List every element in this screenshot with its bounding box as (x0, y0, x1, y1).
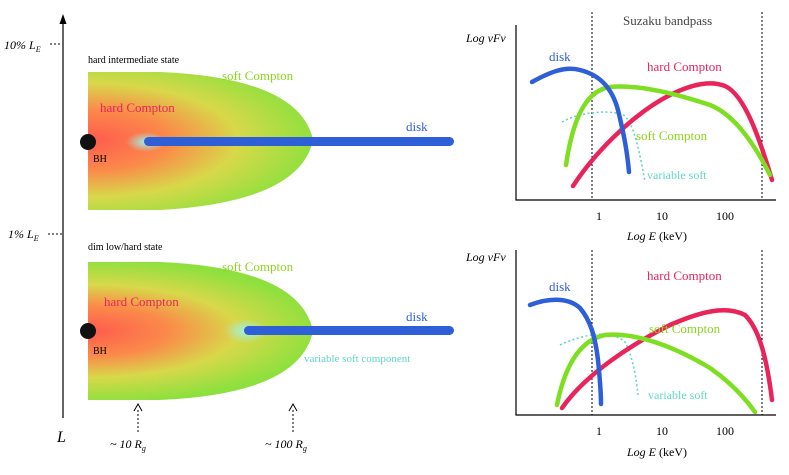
axis-label-L: L (56, 429, 66, 446)
tick-label: 10 (656, 424, 668, 438)
soft-compton-curve (554, 332, 758, 415)
black-hole-icon (80, 323, 96, 339)
soft-compton-label: soft Compton (222, 68, 294, 83)
hard-compton-curve (559, 308, 775, 411)
corona-region (88, 262, 313, 400)
lum-tick-10pct: 10% LE (4, 38, 62, 54)
radius-marker-100rg: ~ 100 Rg (265, 402, 307, 453)
bh-label: BH (93, 346, 107, 357)
disk-bar (244, 326, 454, 335)
tick-label: 1 (596, 209, 602, 223)
axes (515, 250, 776, 416)
spectrum-panel-bottom: Log vFv 1 10 100 Log E (keV) disk hard C… (465, 250, 776, 459)
bandpass-label: Suzaku bandpass (623, 13, 712, 28)
y-axis-label: Log vFv (465, 250, 506, 264)
variable-soft-label: variable soft (648, 388, 708, 402)
hard-compton-label: hard Compton (100, 100, 175, 115)
up-arrow-icon (288, 402, 298, 412)
hard-compton-label: hard Compton (647, 59, 722, 74)
soft-compton-curve (563, 84, 773, 178)
tick-label: 100 (716, 209, 734, 223)
variable-soft-label: variable soft component (304, 353, 410, 365)
axis-arrow-icon (59, 14, 67, 24)
hard-compton-curve (570, 81, 775, 189)
bh-label: BH (93, 154, 107, 165)
state-title: hard intermediate state (88, 55, 180, 66)
dim-low-hard-state: dim low/hard state BH soft Compton hard … (80, 242, 454, 400)
disk-label: disk (406, 309, 428, 324)
luminosity-axis: L (56, 14, 67, 446)
disk-bar (144, 137, 454, 146)
tick-label: 10 (656, 209, 668, 223)
hard-intermediate-state: hard intermediate state BH soft Compton … (80, 55, 454, 210)
up-arrow-icon (133, 402, 143, 412)
x-axis-label: Log E (keV) (626, 445, 687, 459)
variable-soft-label: variable soft (647, 168, 707, 182)
svg-text:1% LE: 1% LE (8, 227, 39, 243)
axes (515, 25, 776, 201)
variable-soft-curve (559, 333, 639, 396)
x-axis-label: Log E (keV) (626, 229, 687, 243)
hard-compton-label: hard Compton (104, 294, 179, 309)
lum-tick-1pct: 1% LE (8, 227, 62, 243)
disk-label: disk (549, 279, 571, 294)
soft-compton-label: soft Compton (636, 128, 708, 143)
disk-curve (529, 66, 632, 175)
soft-compton-label: soft Compton (222, 259, 294, 274)
soft-compton-label: soft Compton (649, 321, 721, 336)
black-hole-icon (80, 134, 96, 150)
tick-label: 1 (596, 424, 602, 438)
radius-marker-10rg: ~ 10 Rg (110, 402, 146, 453)
svg-text:~ 100 Rg: ~ 100 Rg (265, 437, 307, 453)
state-title: dim low/hard state (88, 242, 163, 253)
spectrum-panel-top: Suzaku bandpass Log vFv 1 10 100 Log E (… (465, 12, 776, 243)
svg-text:10% LE: 10% LE (4, 38, 41, 54)
disk-label: disk (549, 49, 571, 64)
hard-compton-label: hard Compton (647, 268, 722, 283)
svg-text:~ 10 Rg: ~ 10 Rg (110, 437, 146, 453)
disk-label: disk (406, 119, 428, 134)
y-axis-label: Log vFv (465, 31, 506, 45)
disk-curve (527, 297, 604, 407)
tick-label: 100 (716, 424, 734, 438)
